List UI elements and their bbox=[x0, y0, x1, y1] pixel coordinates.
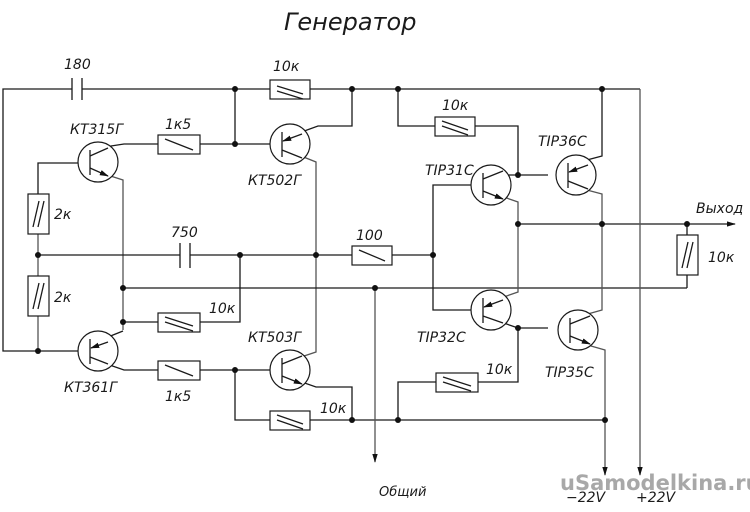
resistor-10k-load-label: 10к bbox=[708, 250, 735, 266]
resistor-10k-top: 10к bbox=[269, 59, 311, 100]
transistor-kt315g: КТ315Г bbox=[70, 122, 124, 183]
resistor-10k-lower-right-label: 10к bbox=[486, 362, 513, 378]
resistor-10k-upper-right-label: 10к bbox=[442, 98, 469, 114]
resistor-10k-mid: 10к bbox=[157, 301, 236, 333]
resistor-10k-bottom-label: 10к bbox=[320, 401, 347, 417]
common-terminal-label: Общий bbox=[379, 485, 426, 500]
resistor-2k-top: 2к bbox=[27, 193, 72, 235]
transistor-kt502g: КТ502Г bbox=[248, 123, 311, 189]
resistor-1k5-bottom: 1к5 bbox=[157, 360, 201, 405]
transistor-kt503g-label: КТ503Г bbox=[248, 330, 302, 346]
capacitor-180-label: 180 bbox=[64, 57, 91, 73]
resistor-10k-mid-label: 10к bbox=[209, 301, 236, 317]
resistor-2k-bottom: 2к bbox=[27, 275, 72, 317]
resistor-2k-bottom-label: 2к bbox=[54, 290, 72, 306]
resistor-10k-load: 10к bbox=[676, 234, 735, 276]
resistor-100: 100 bbox=[351, 228, 393, 266]
resistor-1k5-top-label: 1к5 bbox=[165, 117, 191, 133]
transistor-kt503g: КТ503Г bbox=[248, 330, 311, 391]
junction-nodes bbox=[35, 86, 690, 423]
capacitor-180: 180 bbox=[64, 57, 91, 100]
transistor-tip36c-label: TIP36C bbox=[538, 134, 587, 150]
transistor-tip35c-label: TIP35C bbox=[545, 365, 594, 381]
resistor-100-label: 100 bbox=[356, 228, 383, 244]
transistor-tip35c: TIP35C bbox=[545, 309, 599, 381]
resistor-10k-top-label: 10к bbox=[273, 59, 300, 75]
transistor-tip32c-label: TIP32C bbox=[417, 330, 466, 346]
resistor-2k-top-label: 2к bbox=[54, 207, 72, 223]
watermark: uSamodelkina.ru bbox=[560, 471, 750, 495]
capacitor-750: 750 bbox=[171, 225, 198, 268]
pos-supply-label: +22V bbox=[636, 490, 677, 506]
resistor-10k-lower-right: 10к bbox=[435, 362, 513, 393]
resistor-1k5-bottom-label: 1к5 bbox=[165, 389, 191, 405]
capacitor-750-label: 750 bbox=[171, 225, 198, 241]
resistor-10k-upper-right: 10к bbox=[434, 98, 476, 137]
output-terminal-label: Выход bbox=[696, 201, 743, 217]
transistor-kt315g-label: КТ315Г bbox=[70, 122, 124, 138]
transistor-tip36c: TIP36C bbox=[538, 134, 597, 196]
transistor-tip31c-label: TIP31C bbox=[425, 163, 474, 179]
neg-supply-label: −22V bbox=[566, 490, 607, 506]
resistor-10k-bottom: 10к bbox=[269, 401, 347, 431]
wires bbox=[2, 88, 736, 476]
transistor-kt502g-label: КТ502Г bbox=[248, 173, 302, 189]
transistor-kt361g-label: КТ361Г bbox=[64, 380, 118, 396]
resistor-1k5-top: 1к5 bbox=[157, 117, 201, 155]
transistor-kt361g: КТ361Г bbox=[64, 330, 119, 396]
transistor-tip31c: TIP31C bbox=[425, 163, 512, 206]
diagram-title: Генератор bbox=[284, 8, 416, 36]
transistor-tip32c: TIP32C bbox=[417, 289, 512, 346]
